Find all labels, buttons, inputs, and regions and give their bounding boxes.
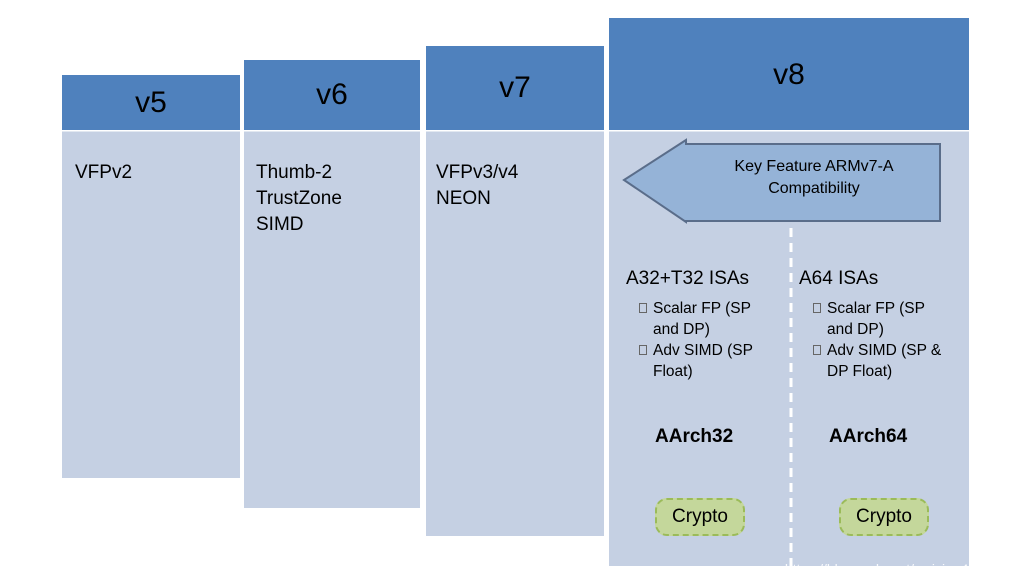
left-isa-title: A32+T32 ISAs <box>626 268 750 289</box>
v8-body <box>609 130 969 566</box>
header-v5: v5 <box>62 75 240 130</box>
feature-item: NEON <box>436 188 491 209</box>
header-v7: v7 <box>426 46 604 130</box>
v5-body <box>62 130 240 478</box>
key-feature-label: Key Feature ARMv7-A Compatibility <box>734 158 894 197</box>
crypto-badge-right: Crypto <box>839 498 929 536</box>
feature-item: VFPv3/v4 <box>436 162 519 183</box>
v6-body <box>244 130 420 508</box>
aarch32-label: AArch32 <box>655 426 734 447</box>
feature-item: SIMD <box>256 214 304 235</box>
header-v6: v6 <box>244 60 420 130</box>
header-v8: v8 <box>609 18 969 130</box>
crypto-badge-left: Crypto <box>655 498 745 536</box>
bullet-item: Adv SIMD (SP &DP Float) <box>811 340 941 382</box>
key-feature-arrow <box>622 138 941 224</box>
v7-body <box>426 130 604 536</box>
feature-item: TrustZone <box>256 188 342 209</box>
feature-item: Thumb-2 <box>256 162 333 183</box>
v6-features: Thumb-2 TrustZone SIMD <box>256 160 342 238</box>
v7-features: VFPv3/v4 NEON <box>436 160 518 212</box>
feature-item: VFPv2 <box>75 162 133 183</box>
watermark: https://blog.csdn.net/weixin_44073864 <box>784 561 1023 577</box>
aarch64-label: AArch64 <box>829 426 908 447</box>
right-isa-title: A64 ISAs <box>799 268 879 289</box>
v5-features: VFPv2 <box>75 160 132 186</box>
